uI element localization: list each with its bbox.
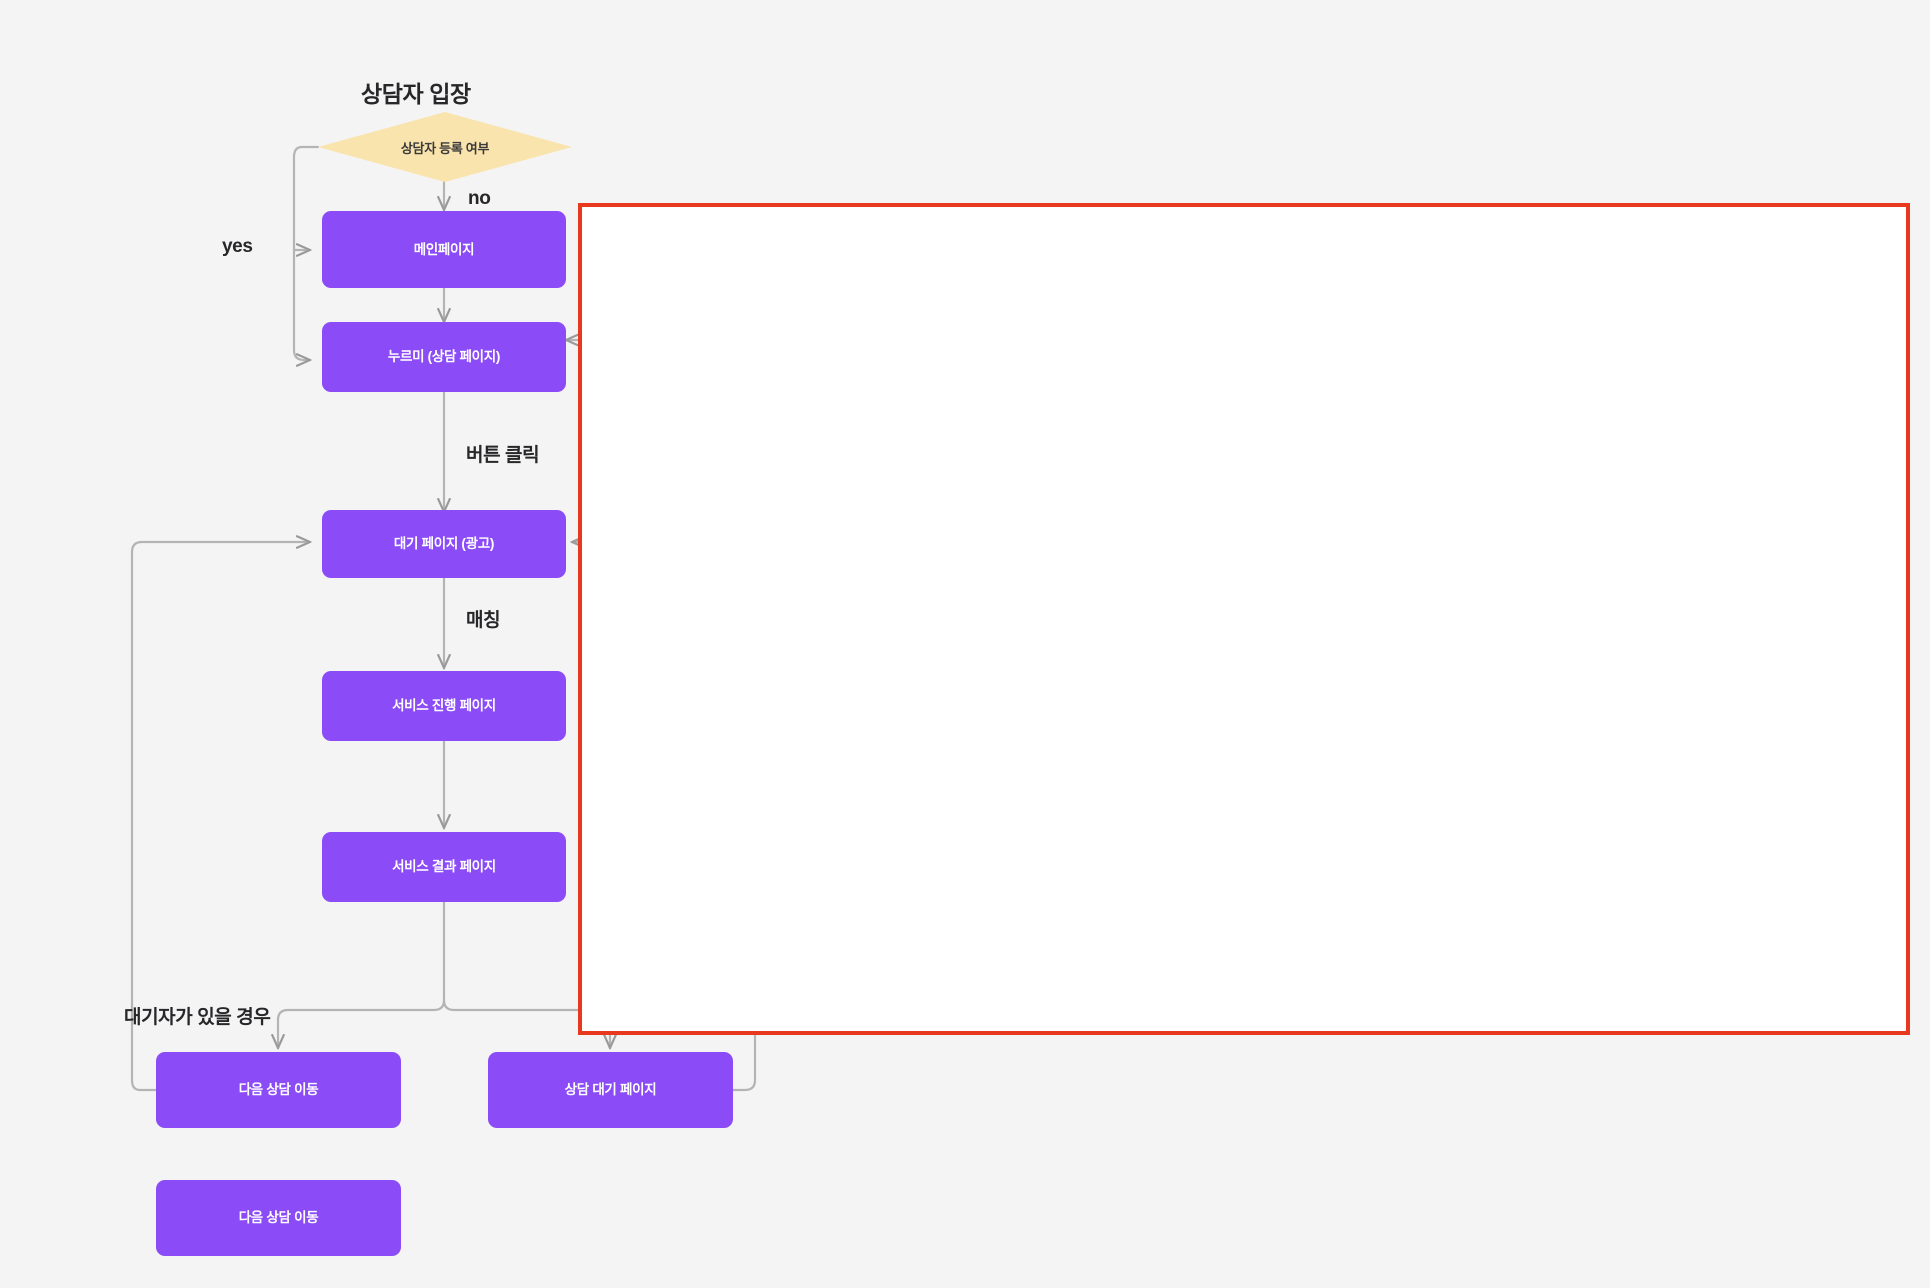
highlight-region [578,203,1910,1035]
process-node-service-progress-page[interactable]: 서비스 진행 페이지 [322,671,566,741]
process-node-consult-waiting-page[interactable]: 상담 대기 페이지 [488,1052,733,1128]
decision-node-label: 상담자 등록 여부 [400,140,490,156]
edge-label-has-waiting-user: 대기자가 있을 경우 [124,1007,271,1028]
edge-label-yes: yes [222,236,253,257]
process-node-label: 상담 대기 페이지 [564,1082,657,1098]
process-node-label: 대기 페이지 (광고) [393,536,495,552]
process-node-main-page[interactable]: 메인페이지 [322,211,566,288]
process-node-label: 서비스 결과 페이지 [392,859,496,875]
edge-label-button-click: 버튼 클릭 [466,445,540,466]
edge-label-matching: 매칭 [466,610,501,631]
process-node-label: 다음 상담 이동 [238,1082,319,1098]
process-node-nurumi-page[interactable]: 누르미 (상담 페이지) [322,322,566,392]
edge-decision-yes-to-nurumi [292,145,320,360]
process-node-service-result-page[interactable]: 서비스 결과 페이지 [322,832,566,902]
process-node-waiting-ad-page[interactable]: 대기 페이지 (광고) [322,510,566,578]
decision-node-register-status[interactable]: 상담자 등록 여부 [318,112,572,182]
process-node-label: 서비스 진행 페이지 [392,698,496,714]
edge-label-no: no [468,188,491,209]
edge-result-to-next-consult [278,998,446,1048]
process-node-label: 누르미 (상담 페이지) [387,349,501,365]
process-node-label: 다음 상담 이동 [238,1210,319,1226]
page-title: 상담자 입장 [361,81,471,107]
process-node-next-consult-move[interactable]: 다음 상담 이동 [156,1052,401,1128]
process-node-next-consult-move-2[interactable]: 다음 상담 이동 [156,1180,401,1256]
process-node-label: 메인페이지 [413,241,475,257]
